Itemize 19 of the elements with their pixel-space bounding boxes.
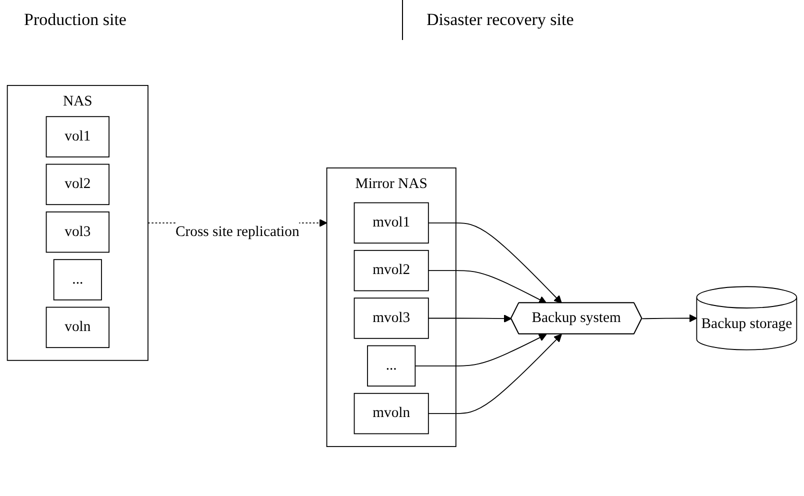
- arrow: [428, 314, 512, 323]
- node-box: mvol2: [354, 250, 429, 292]
- arrow: [428, 334, 562, 414]
- edge-label: Cross site replication: [175, 224, 300, 240]
- arrow: [642, 314, 698, 322]
- node-box: vol1: [46, 116, 110, 158]
- arrow: [428, 270, 547, 304]
- node-box: ...: [367, 345, 416, 387]
- node-box: vol3: [46, 211, 110, 253]
- site-label: Disaster recovery site: [426, 10, 574, 30]
- node-box: mvoln: [354, 392, 429, 434]
- site-label: Production site: [24, 10, 126, 30]
- node-box: mvol3: [354, 298, 429, 339]
- node-box: mvol1: [354, 202, 429, 244]
- arrow: [428, 222, 562, 304]
- node-box: voln: [46, 306, 110, 348]
- node-box: ...: [53, 259, 102, 300]
- arrow: [414, 334, 547, 366]
- node-box: vol2: [46, 164, 110, 206]
